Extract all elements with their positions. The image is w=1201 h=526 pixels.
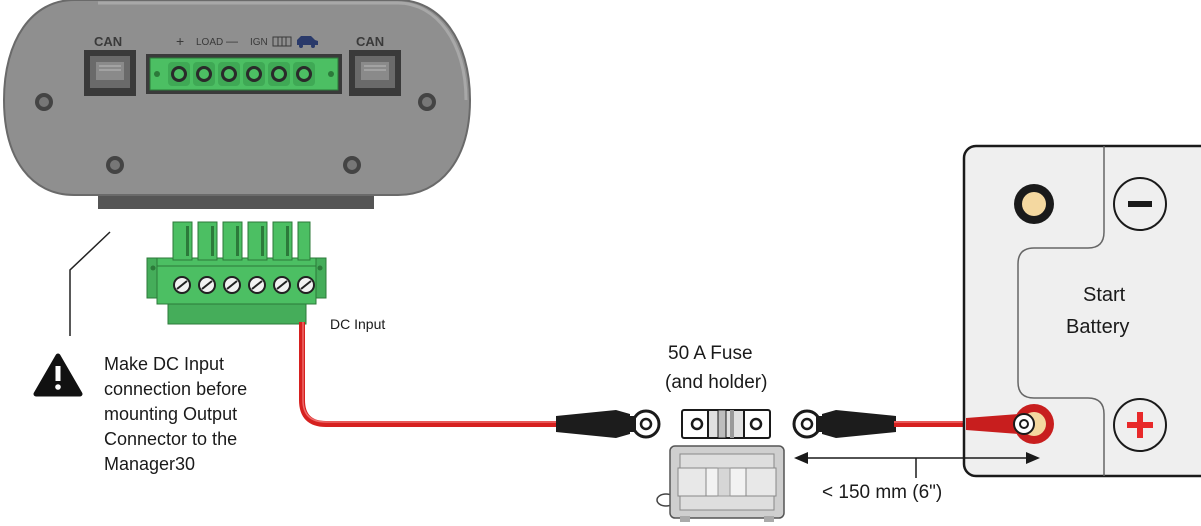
negative-terminal-post (1014, 184, 1054, 224)
battery-label-battery: Battery (1066, 316, 1130, 338)
fuse-holder-label: (and holder) (665, 372, 768, 393)
plug-screw-terminals (173, 276, 315, 294)
load-label: LOAD (196, 37, 223, 48)
can-port-left (84, 50, 136, 96)
screw-icon (418, 93, 436, 111)
can-port-right (349, 50, 401, 96)
warning-line: Manager30 (104, 454, 196, 474)
can-label-left: CAN (94, 34, 122, 49)
screw-icon (343, 156, 361, 174)
battery-grid-icon (272, 36, 292, 47)
can-label-right: CAN (356, 34, 384, 49)
fuse-label: 50 A Fuse (668, 343, 753, 364)
minus-label: — (226, 34, 238, 48)
warning-line: connection before (104, 379, 248, 399)
red-cable-input (299, 322, 568, 427)
ring-terminal-left (556, 409, 661, 439)
plus-label: + (176, 33, 184, 49)
dc-input-label: DC Input (330, 316, 386, 332)
vehicle-icon (297, 36, 318, 48)
positive-terminal-post (966, 404, 1054, 444)
dimension-arrow (794, 452, 1040, 478)
ring-terminal-right (792, 409, 896, 439)
plus-icon (1113, 398, 1167, 452)
socket-terminals (168, 62, 315, 86)
warning-note: Make DC Input connection before mounting… (104, 352, 304, 477)
warning-line: Make DC Input (104, 354, 225, 374)
minus-icon (1113, 177, 1167, 231)
dimension-label: < 150 mm (6") (822, 482, 943, 503)
ign-label: IGN (250, 37, 268, 48)
fuse-icon (681, 409, 771, 439)
output-connector-plug (146, 221, 327, 325)
start-battery (962, 144, 1201, 478)
fuse-holder (656, 445, 785, 522)
manager-device: CAN CAN + LOAD — IGN (2, 0, 472, 209)
warning-icon (33, 353, 83, 397)
screw-icon (35, 93, 53, 111)
leader-line (69, 231, 111, 336)
warning-line: mounting Output (104, 404, 238, 424)
screw-icon (106, 156, 124, 174)
warning-line: Connector to the (104, 429, 238, 449)
battery-label-start: Start (1083, 284, 1126, 306)
